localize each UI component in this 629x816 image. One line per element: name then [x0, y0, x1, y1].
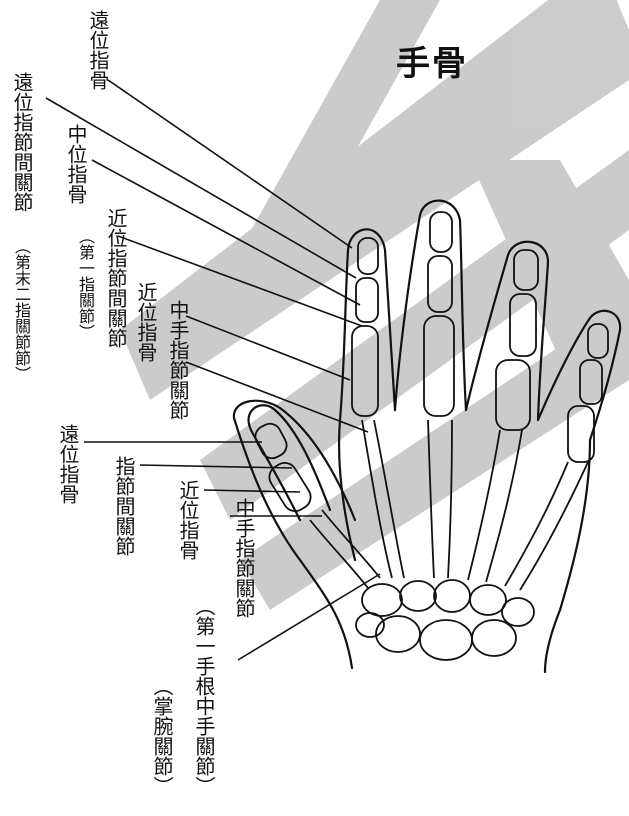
label-middle-phalanx: 中位指骨 [64, 124, 87, 204]
label-thumb-mcp-joint: 中手指節關節 [232, 498, 255, 618]
diagram-title: 手骨 [396, 36, 468, 85]
label-pip-joint-note: （第一指關節） [76, 228, 94, 340]
label-mcp-joint: 中手指節關節 [166, 300, 189, 420]
label-proximal-phalanx: 近位指骨 [134, 282, 157, 362]
label-dip-joint-note: （第末二指關節節） [12, 238, 30, 382]
label-cmc-joint: （第一手根中手關節） [192, 596, 215, 796]
label-dip-joint: 遠位指節間關節 [10, 72, 33, 212]
label-distal-phalanx: 遠位指骨 [86, 10, 109, 90]
label-thumb-proximal-phalanx: 近位指骨 [176, 480, 199, 560]
label-cmc-note: （掌腕關節） [150, 676, 173, 796]
label-pip-joint: 近位指節間關節 [104, 208, 127, 348]
label-thumb-distal-phalanx: 遠位指骨 [56, 424, 79, 504]
label-thumb-ip-joint: 指節間關節 [112, 456, 135, 556]
